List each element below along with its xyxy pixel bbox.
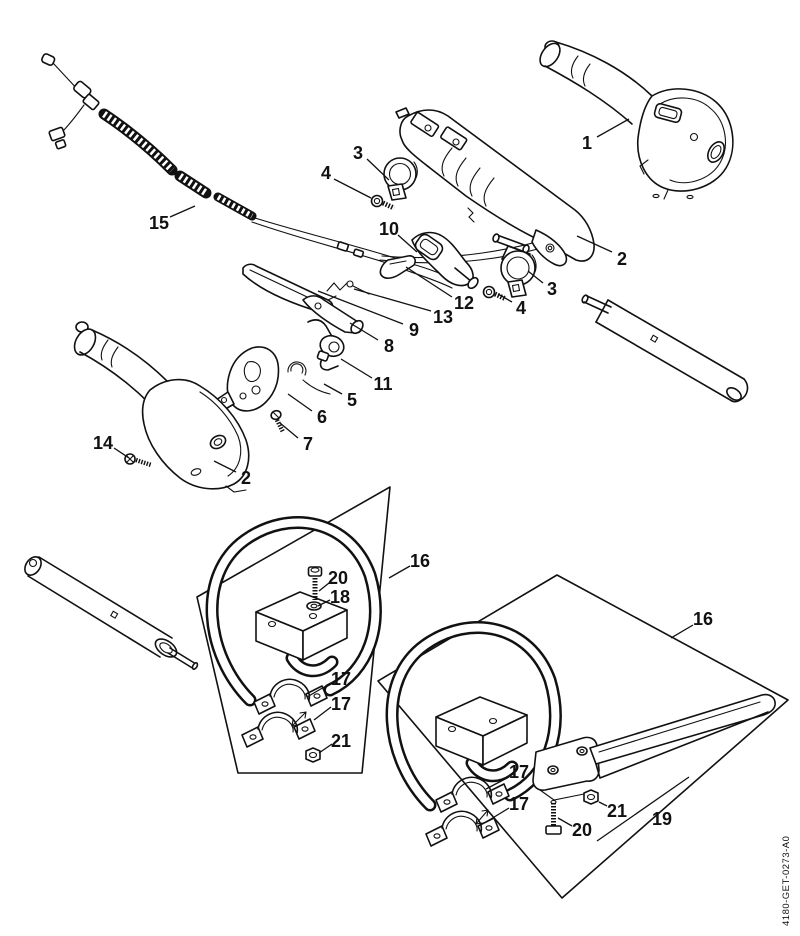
svg-text:14: 14: [93, 433, 113, 453]
part-callout: 14: [93, 433, 130, 459]
nut-part-21-box2: [583, 789, 599, 805]
callouts-layer: 1 2 3 4 10 12 13 9 8 11 5 6 7 15 14 2 3 …: [93, 118, 713, 842]
lockout-lever-part-11: [307, 319, 345, 371]
svg-text:17: 17: [331, 694, 351, 714]
svg-text:8: 8: [384, 336, 394, 356]
svg-text:17: 17: [509, 794, 529, 814]
svg-text:4: 4: [321, 163, 331, 183]
part-callout: 18: [317, 587, 350, 607]
loop-handle-kit-box-1: [196, 486, 391, 774]
svg-text:10: 10: [379, 219, 399, 239]
handle-bolt-part-20-box2: [545, 799, 562, 835]
lever-part-8: [302, 295, 364, 335]
svg-text:15: 15: [149, 213, 169, 233]
svg-text:21: 21: [331, 731, 351, 751]
part-callout: 16: [670, 609, 713, 639]
tube-clamp-part-3-right: [500, 250, 537, 298]
svg-text:3: 3: [353, 143, 363, 163]
svg-text:16: 16: [410, 551, 430, 571]
part-callout: 16: [388, 551, 430, 579]
tube-clamp-part-17-box1-lower: [241, 711, 316, 748]
part-callout: 19: [596, 776, 690, 842]
loop-handle-2: [385, 621, 562, 812]
svg-text:19: 19: [652, 809, 672, 829]
svg-text:2: 2: [241, 468, 251, 488]
part-callout: 3: [527, 270, 557, 299]
tube-clamp-part-17-box2-lower: [425, 809, 500, 847]
svg-text:13: 13: [433, 307, 453, 327]
svg-text:18: 18: [330, 587, 350, 607]
screw-part-14: [124, 453, 152, 468]
throttle-trigger-part-10: [411, 231, 479, 290]
svg-text:16: 16: [693, 609, 713, 629]
part-callout: 4: [497, 293, 526, 318]
drive-tube-right: [581, 294, 749, 403]
pivot-bracket-part-6: [215, 346, 280, 412]
svg-text:2: 2: [617, 249, 627, 269]
svg-text:11: 11: [373, 374, 392, 394]
part-callout: 2: [213, 460, 251, 488]
washer-part-18: [306, 601, 322, 611]
svg-text:7: 7: [303, 434, 313, 454]
part-callout: 20: [318, 568, 348, 592]
drive-tube-left: [24, 556, 199, 670]
part-callout: 17: [485, 762, 529, 790]
part-callout: 3: [353, 143, 390, 181]
svg-text:5: 5: [347, 390, 357, 410]
part-callout: 20: [557, 817, 592, 840]
part-callout: 8: [349, 322, 394, 356]
svg-text:17: 17: [509, 762, 529, 782]
tube-clamp-part-17-box1-upper: [253, 678, 328, 715]
part-callout: 7: [279, 422, 313, 454]
drawing-number: 4180-GET-0273-A0: [781, 836, 792, 926]
tube-clamp-part-3-left: [383, 157, 418, 201]
lower-handle-housing-part-2: [73, 321, 250, 493]
clamp-screw-part-4-left: [370, 194, 396, 211]
handle-bolt-part-20-box1: [307, 566, 323, 600]
nut-part-21-box1: [305, 747, 321, 763]
loop-handle-1: [205, 516, 382, 707]
interlock-hook-part-12: [379, 255, 416, 279]
part-callout: 11: [340, 358, 393, 394]
part-callout: 13: [353, 288, 453, 327]
part-callout: 17: [306, 669, 351, 698]
part-callout: 4: [321, 163, 372, 199]
part-callout: 12: [405, 266, 474, 313]
svg-text:21: 21: [607, 801, 627, 821]
part-callout: 21: [318, 731, 351, 754]
part-callout: 21: [598, 801, 627, 821]
tube-clamp-part-17-box2-upper: [435, 776, 510, 813]
torsion-spring-part-5: [287, 361, 331, 395]
svg-text:1: 1: [582, 133, 592, 153]
svg-text:6: 6: [317, 407, 327, 427]
part-callout: 1: [582, 118, 630, 153]
svg-text:4: 4: [516, 298, 526, 318]
part-callout: 17: [485, 794, 529, 823]
svg-text:9: 9: [409, 320, 419, 340]
part-callout: 6: [287, 393, 327, 427]
loop-handle-kit-box-2: [377, 574, 789, 899]
svg-text:17: 17: [331, 669, 351, 689]
part-callout: 2: [576, 235, 627, 269]
upper-handle-housing-part-1: [539, 40, 734, 200]
svg-text:12: 12: [454, 293, 474, 313]
barrier-bar-part-19: [532, 693, 776, 801]
screw-part-7: [270, 409, 286, 434]
part-callout: 5: [323, 383, 357, 410]
svg-text:3: 3: [547, 279, 557, 299]
svg-text:20: 20: [572, 820, 592, 840]
part-callout: 15: [149, 205, 196, 233]
part-callout: 10: [379, 219, 418, 253]
part-callout: 9: [317, 290, 419, 340]
svg-text:20: 20: [328, 568, 348, 588]
part-callout: 17: [313, 694, 351, 721]
